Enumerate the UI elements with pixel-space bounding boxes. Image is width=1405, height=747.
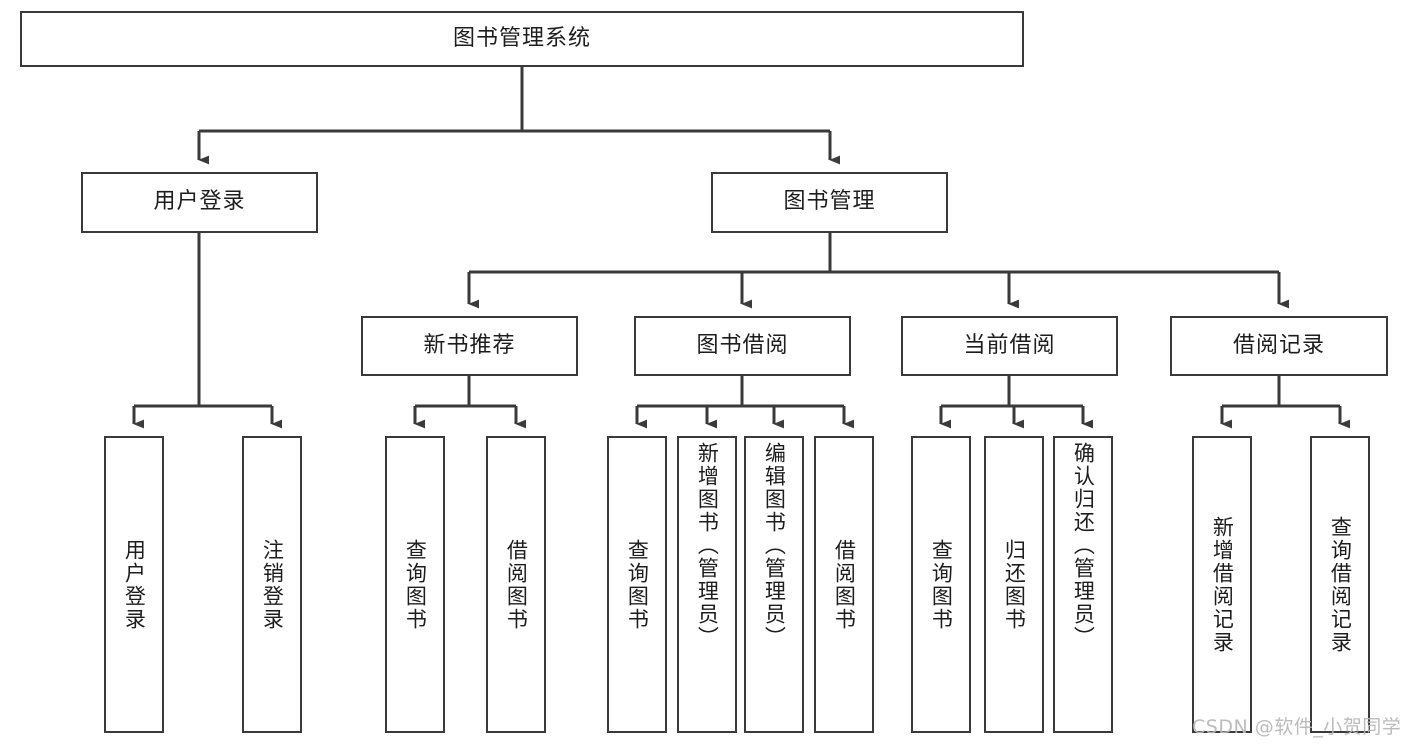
node-label: 借阅记录 — [1232, 332, 1325, 358]
node-leaf-return-book[interactable]: 归还图书 — [984, 436, 1044, 733]
node-label: 查询图书 — [929, 538, 954, 631]
node-label: 用户登录 — [122, 538, 147, 631]
edge-newbook-bus — [413, 376, 527, 429]
node-label: 编辑图书（管理员） — [762, 442, 787, 649]
node-label: 归还图书 — [1002, 538, 1027, 631]
node-leaf-edit-book-admin[interactable]: 编辑图书（管理员） — [744, 436, 804, 733]
node-label: 图书借阅 — [696, 332, 789, 358]
node-leaf-query-borrow-record[interactable]: 查询借阅记录 — [1310, 436, 1370, 733]
edge-currentborrow-bus — [939, 376, 1094, 429]
node-leaf-borrow-book[interactable]: 借阅图书 — [814, 436, 874, 733]
edge-bookborrow-bus — [635, 376, 855, 429]
node-label: 新增图书（管理员） — [695, 442, 720, 649]
node-label: 确认归还（管理员） — [1071, 442, 1096, 649]
node-leaf-add-book-admin[interactable]: 新增图书（管理员） — [677, 436, 737, 733]
node-label: 图书管理系统 — [452, 25, 591, 51]
node-label: 查询图书 — [403, 538, 428, 631]
node-leaf-borrow-book-recommend[interactable]: 借阅图书 — [486, 436, 546, 733]
node-borrow-record[interactable]: 借阅记录 — [1170, 316, 1388, 376]
node-leaf-confirm-return-admin[interactable]: 确认归还（管理员） — [1053, 436, 1113, 733]
node-label: 借阅图书 — [504, 538, 529, 631]
node-label: 注销登录 — [260, 538, 285, 631]
node-book-manage[interactable]: 图书管理 — [711, 172, 948, 233]
node-leaf-query-book-current[interactable]: 查询图书 — [911, 436, 971, 733]
node-leaf-user-login[interactable]: 用户登录 — [104, 436, 164, 733]
edge-userlogin-bus — [132, 233, 283, 429]
node-label: 借阅图书 — [832, 538, 857, 631]
node-label: 用户登录 — [153, 189, 246, 215]
edge-borrowrecord-bus — [1220, 376, 1351, 429]
node-label: 查询借阅记录 — [1328, 515, 1353, 654]
node-book-borrow[interactable]: 图书借阅 — [634, 316, 851, 376]
node-root-system[interactable]: 图书管理系统 — [20, 11, 1024, 67]
node-label: 新书推荐 — [423, 332, 516, 358]
node-user-login[interactable]: 用户登录 — [81, 172, 318, 233]
node-label: 查询图书 — [625, 538, 650, 631]
edge-root-bus — [197, 67, 841, 165]
node-current-borrow[interactable]: 当前借阅 — [901, 316, 1118, 376]
node-label: 新增借阅记录 — [1210, 515, 1235, 654]
csdn-watermark: CSDN @软件_小贺同学 — [1192, 716, 1402, 738]
node-new-book-recommend[interactable]: 新书推荐 — [361, 316, 578, 376]
node-leaf-add-borrow-record[interactable]: 新增借阅记录 — [1192, 436, 1252, 733]
node-leaf-logout-login[interactable]: 注销登录 — [242, 436, 302, 733]
node-label: 图书管理 — [783, 189, 876, 215]
edge-bookmanage-bus — [467, 233, 1290, 309]
node-leaf-query-book-recommend[interactable]: 查询图书 — [385, 436, 445, 733]
node-label: 当前借阅 — [963, 332, 1056, 358]
node-leaf-query-book-borrow[interactable]: 查询图书 — [607, 436, 667, 733]
